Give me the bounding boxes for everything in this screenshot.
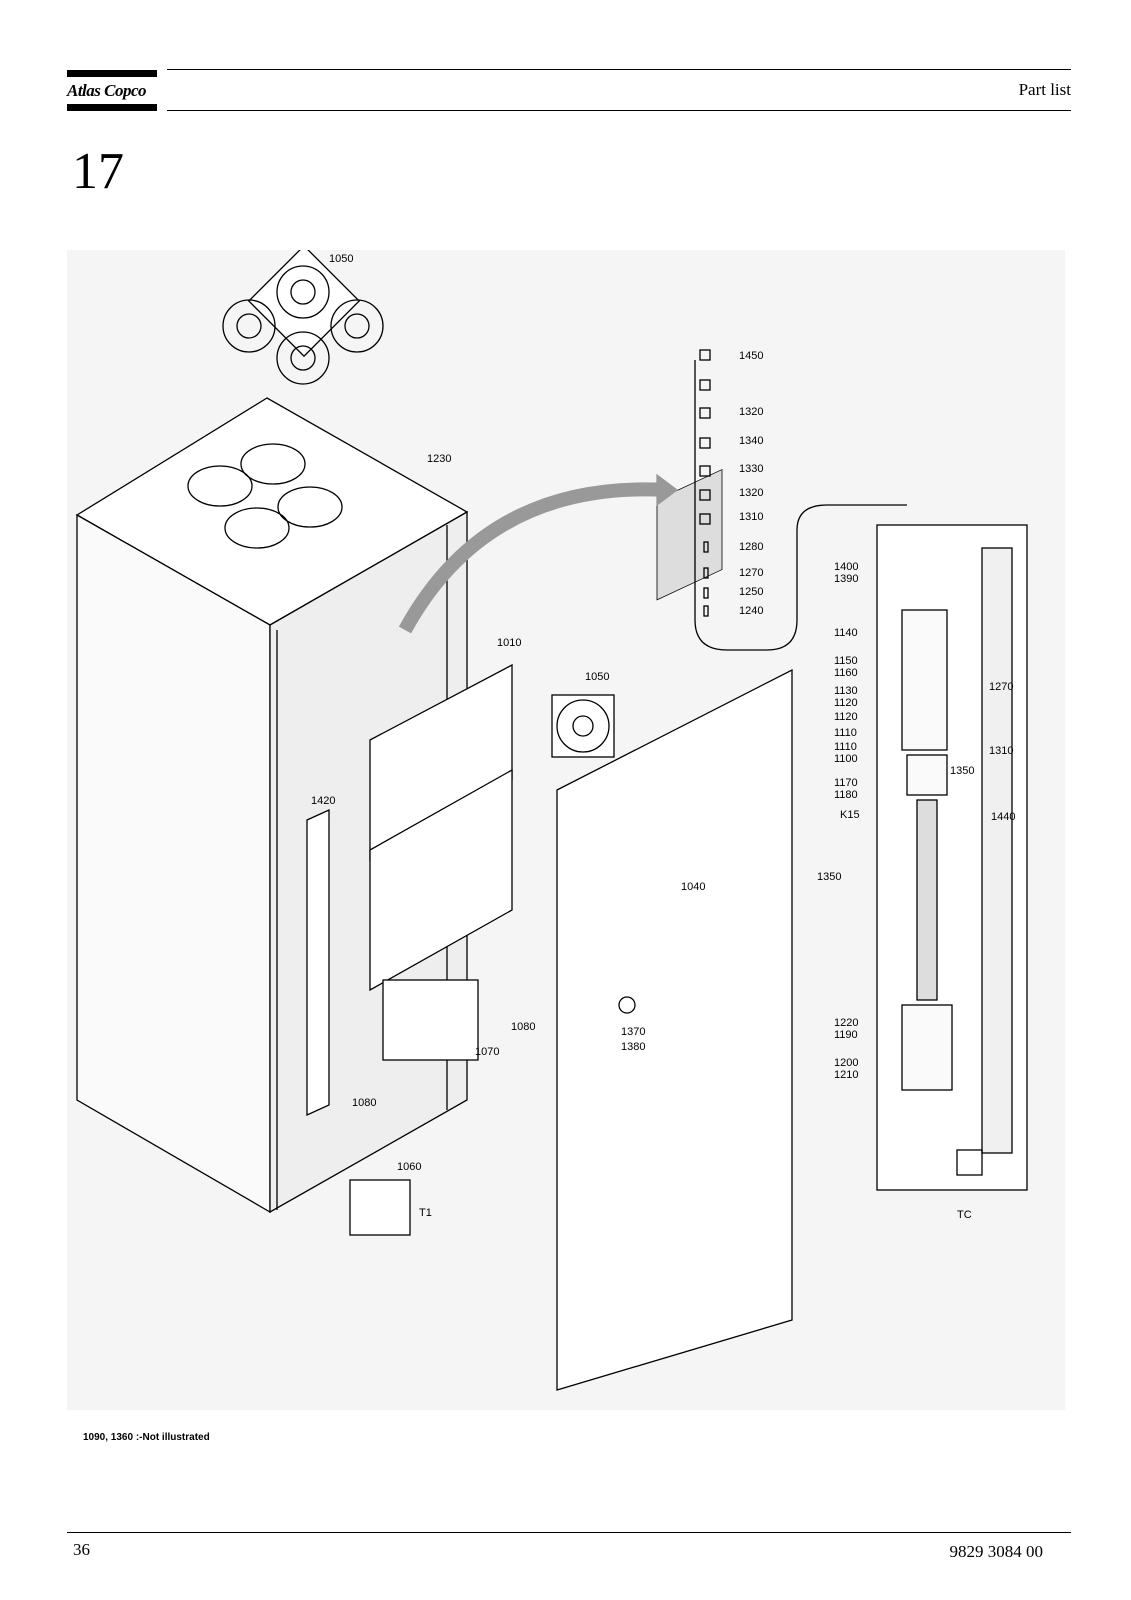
label-panel-1170: 1170 (834, 777, 858, 789)
header-title: Part list (1018, 80, 1071, 99)
label-cable-duct: 1420 (311, 795, 335, 807)
label-relay-1270: 1270 (739, 567, 763, 579)
label-panel-1130: 1130 (834, 685, 858, 697)
label-transformer: 1060 (397, 1161, 421, 1173)
label-relay-1340: 1340 (739, 435, 763, 447)
label-panel-1440: 1440 (991, 811, 1015, 823)
label-panel-k15: K15 (840, 809, 860, 821)
transformer (349, 1179, 411, 1236)
label-panel-1270: 1270 (989, 681, 1013, 693)
page-number: 36 (73, 1540, 90, 1559)
label-panel-1160: 1160 (834, 667, 858, 679)
header-rule-bottom (167, 110, 1071, 111)
roof-fans (222, 250, 384, 385)
label-relay-1320a: 1320 (739, 406, 763, 418)
control-panel (876, 524, 1028, 1191)
header-rule-top (167, 69, 1071, 70)
label-panel-1350a: 1350 (817, 871, 841, 883)
door-fan (551, 694, 615, 758)
label-panel-1210: 1210 (834, 1069, 858, 1081)
label-fan-door: 1050 (585, 671, 609, 683)
logo-bar-top (67, 70, 157, 77)
label-relay-1320b: 1320 (739, 487, 763, 499)
label-panel-1120a: 1120 (834, 697, 858, 709)
label-relay-1250: 1250 (739, 586, 763, 598)
exploded-parts-drawing: 1050 1230 1010 1050 1420 1040 1070 1080 … (67, 250, 1065, 1410)
label-grille: 1040 (681, 881, 705, 893)
label-panel-1190: 1190 (834, 1029, 858, 1041)
drawing-canvas: 1050 1230 1010 1050 1420 1040 1070 1080 … (75, 250, 1028, 1391)
label-panel-1400: 1400 (834, 561, 858, 573)
detail-arrow (398, 482, 668, 634)
door-panel (556, 668, 793, 1391)
label-button-a: 1370 (621, 1026, 645, 1038)
cable-duct (306, 808, 330, 1117)
label-panel-1150: 1150 (834, 655, 858, 667)
label-relay-1330: 1330 (739, 463, 763, 475)
logo-bar-bottom (67, 104, 157, 111)
label-relay-1280: 1280 (739, 541, 763, 553)
label-panel-1180: 1180 (834, 789, 858, 801)
label-panel-1140: 1140 (834, 627, 858, 639)
atlas-copco-logo: Atlas Copco (67, 70, 157, 112)
footer-rule (67, 1532, 1071, 1533)
label-fan-top: 1050 (329, 253, 353, 265)
label-pad-right: 1080 (511, 1021, 535, 1033)
not-illustrated-note: 1090, 1360 :-Not illustrated (83, 1432, 210, 1443)
label-transformer-tag: T1 (419, 1207, 432, 1219)
chapter-number: 17 (72, 143, 124, 200)
label-panel-1200: 1200 (834, 1057, 858, 1069)
door-button (618, 996, 636, 1014)
logo-wordmark: Atlas Copco (67, 81, 147, 100)
label-relay-1240: 1240 (739, 605, 763, 617)
label-panel-1100: 1100 (834, 753, 858, 765)
label-panel-1310: 1310 (989, 745, 1013, 757)
breaker (382, 979, 479, 1061)
label-panel-1120b: 1120 (834, 711, 858, 723)
relay-column (694, 349, 907, 651)
label-cover-plate: 1010 (497, 637, 521, 649)
document-number: 9829 3084 00 (949, 1542, 1044, 1561)
label-panel-1110a: 1110 (834, 727, 857, 739)
label-relay-1450: 1450 (739, 350, 763, 362)
label-cabinet: 1230 (427, 453, 451, 465)
label-panel-1220: 1220 (834, 1017, 858, 1029)
label-panel-1110b: 1110 (834, 741, 857, 753)
label-relay-1310: 1310 (739, 511, 763, 523)
label-pad-left: 1080 (352, 1097, 376, 1109)
label-panel-1390: 1390 (834, 573, 858, 585)
label-button-b: 1380 (621, 1041, 645, 1053)
label-panel-1350b: 1350 (950, 765, 974, 777)
label-panel-tc: TC (957, 1209, 972, 1221)
label-breaker: 1070 (475, 1046, 499, 1058)
